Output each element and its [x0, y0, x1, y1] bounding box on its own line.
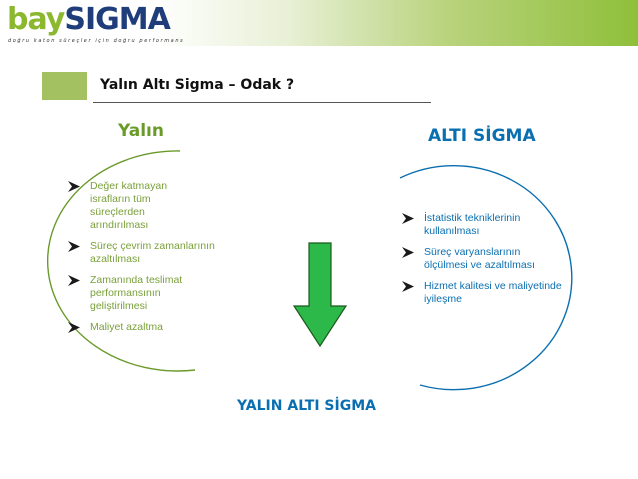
arrow-bullet-icon [68, 275, 80, 286]
list-item: Süreç varyanslarının ölçülmesi ve azaltı… [402, 246, 632, 272]
right-heading: ALTI SİGMA [428, 126, 536, 146]
logo-part-bay: bay [7, 2, 65, 37]
title-accent-square [42, 72, 87, 100]
arrow-bullet-icon [402, 281, 414, 292]
title-underline [93, 102, 431, 103]
bottom-label: YALIN ALTI SİGMA [237, 398, 376, 414]
left-circle-arc [46, 150, 196, 372]
logo-part-sigma: SIGMA [64, 2, 170, 37]
arrow-bullet-icon [68, 181, 80, 192]
left-bullet-list: Değer katmayan israfların tüm süreçlerde… [68, 180, 258, 342]
arrow-bullet-icon [402, 213, 414, 224]
list-item-label: Değer katmayan israfların tüm süreçlerde… [90, 180, 168, 231]
list-item-label: Hizmet kalitesi ve maliyetinde iyileşme [424, 280, 562, 305]
right-bullet-list: İstatistik tekniklerinin kullanılması Sü… [402, 212, 632, 314]
slide-title: Yalın Altı Sigma – Odak ? [100, 77, 295, 93]
list-item: Zamanında teslimat performansının gelişt… [68, 274, 258, 313]
right-circle-arc [399, 164, 573, 391]
list-item: Hizmet kalitesi ve maliyetinde iyileşme [402, 280, 632, 306]
list-item: İstatistik tekniklerinin kullanılması [402, 212, 632, 238]
down-arrow-icon [292, 242, 348, 348]
list-item: Süreç çevrim zamanlarının azaltılması [68, 240, 258, 266]
arrow-bullet-icon [402, 247, 414, 258]
list-item-label: İstatistik tekniklerinin kullanılması [424, 212, 521, 237]
list-item: Maliyet azaltma [68, 321, 258, 334]
arrow-bullet-icon [68, 322, 80, 333]
header-bar [0, 0, 638, 46]
list-item-label: Zamanında teslimat performansının gelişt… [90, 274, 183, 312]
baysigma-logo: baySIGMA [7, 2, 171, 37]
list-item-label: Süreç varyanslarının ölçülmesi ve azaltı… [424, 246, 535, 271]
list-item-label: Maliyet azaltma [90, 321, 163, 333]
arrow-bullet-icon [68, 241, 80, 252]
list-item-label: Süreç çevrim zamanlarının azaltılması [90, 240, 215, 265]
logo-tagline: doğru katon süreçler için doğru performa… [8, 38, 185, 44]
left-heading: Yalın [118, 121, 164, 141]
list-item: Değer katmayan israfların tüm süreçlerde… [68, 180, 258, 232]
